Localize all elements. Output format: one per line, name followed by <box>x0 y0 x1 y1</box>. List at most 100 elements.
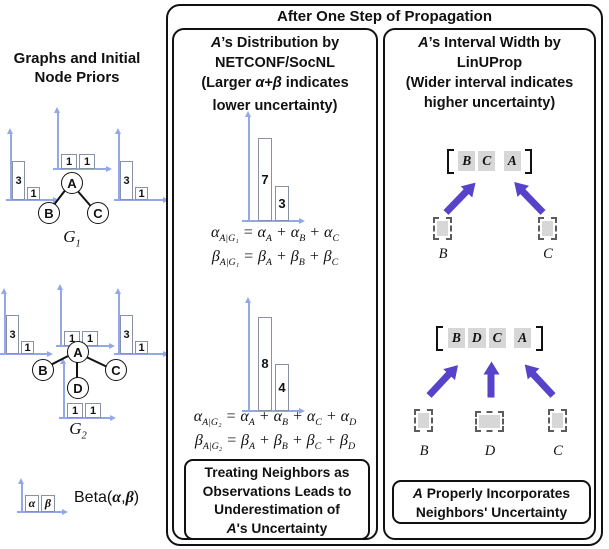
prior-bar: 3 <box>120 161 133 200</box>
prior-bar: 1 <box>135 341 148 354</box>
node-label: A <box>67 175 77 191</box>
callout-line: Underestimation of <box>214 502 340 517</box>
y-axis-icon <box>57 284 63 345</box>
posterior-bar: 3 <box>275 185 289 221</box>
g2-prior-c-chart: 3 1 <box>114 288 169 357</box>
beta-legend-chart: α β <box>15 478 68 515</box>
g2-posterior-chart: 8 4 <box>242 297 306 414</box>
y-axis-icon <box>115 288 121 353</box>
bar-value: 3 <box>9 328 16 341</box>
bar-value: 7 <box>261 172 269 188</box>
eq-alpha-g1: αA|G₁ = αA + αB + αC <box>210 224 340 245</box>
node-b: B <box>32 359 54 381</box>
prior-bar: 1 <box>67 403 83 418</box>
node-d: D <box>67 377 89 399</box>
arrow-d-to-a-icon <box>487 373 495 398</box>
bar-value: 1 <box>138 341 145 354</box>
title-line: LinUProp <box>456 55 523 71</box>
y-axis-icon <box>245 297 251 410</box>
title-line: NETCONF/SocNL <box>214 55 336 71</box>
prior-bar: 1 <box>61 154 77 169</box>
title-line: A’s Interval Width by <box>418 35 561 51</box>
bar-value: 3 <box>15 174 22 187</box>
uncertainty-box-c <box>538 217 557 240</box>
node-label: A <box>73 344 83 360</box>
prior-bar: 1 <box>135 187 148 200</box>
bracket-right-icon <box>525 148 533 174</box>
node-label: B <box>38 362 48 378</box>
outer-box-title: After One Step of Propagation <box>276 8 492 25</box>
label-c: C <box>543 246 553 262</box>
node-c: C <box>87 202 109 224</box>
callout-line: Treating Neighbors as <box>204 465 350 480</box>
bar-value: 3 <box>123 328 130 341</box>
g1-prior-b-chart: 3 1 <box>6 128 59 203</box>
y-axis-icon <box>18 478 24 511</box>
g1-label: G1 <box>63 227 81 250</box>
posterior-bar: 4 <box>275 363 289 411</box>
legend-beta-box: β <box>41 495 55 512</box>
alpha-symbol: α <box>28 496 36 510</box>
y-axis-icon <box>7 128 13 199</box>
bar-value: 1 <box>65 155 73 168</box>
prior-bar: 1 <box>21 341 34 354</box>
prior-bar: 3 <box>120 315 133 354</box>
prior-bar: 3 <box>6 315 19 354</box>
incorporates-callout: A Properly Incorporates Neighbors' Uncer… <box>392 480 591 524</box>
prior-bar: 1 <box>82 331 98 346</box>
bracket-left-icon <box>436 325 444 351</box>
bar-value: 4 <box>278 379 286 395</box>
title-line: lower uncertainty) <box>212 98 338 114</box>
eq-beta-g1: βA|G₁ = βA + βB + βC <box>211 248 339 269</box>
legend-alpha-box: α <box>25 495 39 512</box>
interval-letter: A <box>514 328 532 348</box>
node-b: B <box>38 202 60 224</box>
uncertainty-box-b <box>433 217 452 240</box>
underestimation-callout: Treating Neighbors as Observations Leads… <box>184 459 370 540</box>
left-heading-line1: Graphs and Initial <box>13 50 141 67</box>
label-c: C <box>553 443 563 459</box>
bar-value: 3 <box>278 195 286 211</box>
bracket-right-icon <box>535 325 543 351</box>
left-heading: Graphs and Initial Node Priors <box>0 49 154 87</box>
interval-letter: D <box>467 328 486 348</box>
x-axis-icon <box>17 509 68 515</box>
node-a: A <box>67 341 89 363</box>
netconf-panel-title: A’s Distribution by NETCONF/SocNL (Large… <box>174 33 376 116</box>
g2-prior-b-chart: 3 1 <box>0 288 53 357</box>
uncertainty-box-b <box>414 409 433 432</box>
left-heading-line2: Node Priors <box>34 69 120 86</box>
x-axis-icon <box>242 408 305 414</box>
callout-line: A's Uncertainty <box>226 520 328 536</box>
node-c: C <box>105 359 127 381</box>
node-a: A <box>61 172 83 194</box>
bar-value: 1 <box>83 155 91 168</box>
prior-bar: 1 <box>85 403 101 418</box>
interval-letter: A <box>503 151 521 171</box>
g1-prior-c-chart: 3 1 <box>114 128 169 203</box>
bar-value: 1 <box>71 404 79 417</box>
interval-letter: C <box>488 328 506 348</box>
title-line: (Larger α+β indicates <box>201 75 349 91</box>
arrow-b-to-a-icon <box>426 371 453 398</box>
x-axis-icon <box>242 218 305 224</box>
netconf-panel: A’s Distribution by NETCONF/SocNL (Large… <box>172 28 378 540</box>
g1-posterior-chart: 7 3 <box>242 111 306 224</box>
node-label: B <box>44 205 54 221</box>
title-line: (Wider interval indicates <box>405 75 574 91</box>
callout-line: Observations Leads to <box>202 483 352 499</box>
x-axis-icon <box>59 415 116 421</box>
label-d: D <box>484 443 496 459</box>
bar-value: 1 <box>138 187 145 200</box>
callout-line: A Properly Incorporates <box>412 486 571 501</box>
bar-value: 1 <box>86 332 94 345</box>
linuprop-panel: A’s Interval Width by LinUProp (Wider in… <box>383 28 596 540</box>
node-label: C <box>93 205 103 221</box>
y-axis-icon <box>1 288 7 353</box>
bar-value: 3 <box>123 174 130 187</box>
g2-label: G2 <box>69 419 87 442</box>
